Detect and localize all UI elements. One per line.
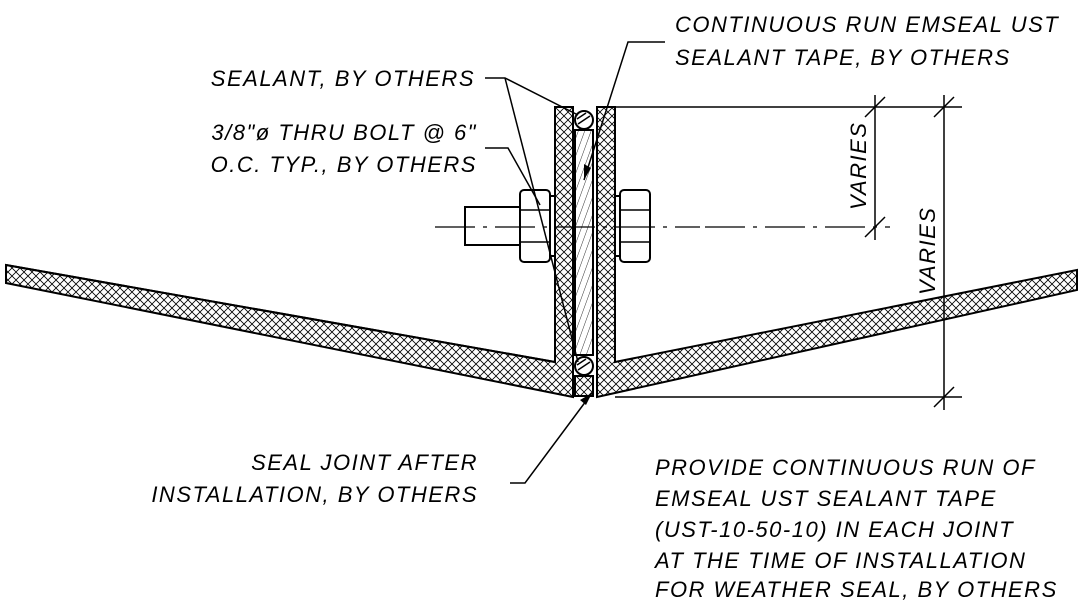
label-seal-joint-line-1: SEAL JOINT AFTER <box>251 450 478 475</box>
note-line-5: FOR WEATHER SEAL, BY OTHERS <box>655 577 1058 601</box>
note-line-3: (UST-10-50-10) IN EACH JOINT <box>655 517 1014 542</box>
note-line-1: PROVIDE CONTINUOUS RUN OF <box>655 455 1036 480</box>
left-panel <box>5 106 574 399</box>
label-sealant: SEALANT, BY OTHERS <box>211 66 475 91</box>
right-panel <box>596 106 1078 399</box>
sealant-bead-top <box>574 110 594 130</box>
dimension-varies-small <box>615 95 895 240</box>
label-tape-line-1: CONTINUOUS RUN EMSEAL UST <box>675 12 1059 37</box>
label-varies-large: VARIES <box>915 207 940 295</box>
leader-tape <box>583 41 665 181</box>
note-line-2: EMSEAL UST SEALANT TAPE <box>655 486 997 511</box>
label-tape-line-2: SEALANT TAPE, BY OTHERS <box>675 45 1011 70</box>
leader-seal-joint <box>510 392 593 484</box>
note-line-4: AT THE TIME OF INSTALLATION <box>653 548 1026 573</box>
seal-joint-bottom <box>574 375 594 397</box>
thru-bolt <box>435 189 890 263</box>
label-seal-joint-line-2: INSTALLATION, BY OTHERS <box>151 482 478 507</box>
label-bolt-line-2: O.C. TYP., BY OTHERS <box>211 152 477 177</box>
leader-bolt <box>485 147 541 206</box>
label-bolt-line-1: 3/8"ø THRU BOLT @ 6" <box>211 120 477 145</box>
dimension-varies-large <box>615 95 962 410</box>
label-varies-small: VARIES <box>846 122 871 210</box>
sealant-tape <box>574 129 594 356</box>
leader-sealant <box>485 77 579 363</box>
